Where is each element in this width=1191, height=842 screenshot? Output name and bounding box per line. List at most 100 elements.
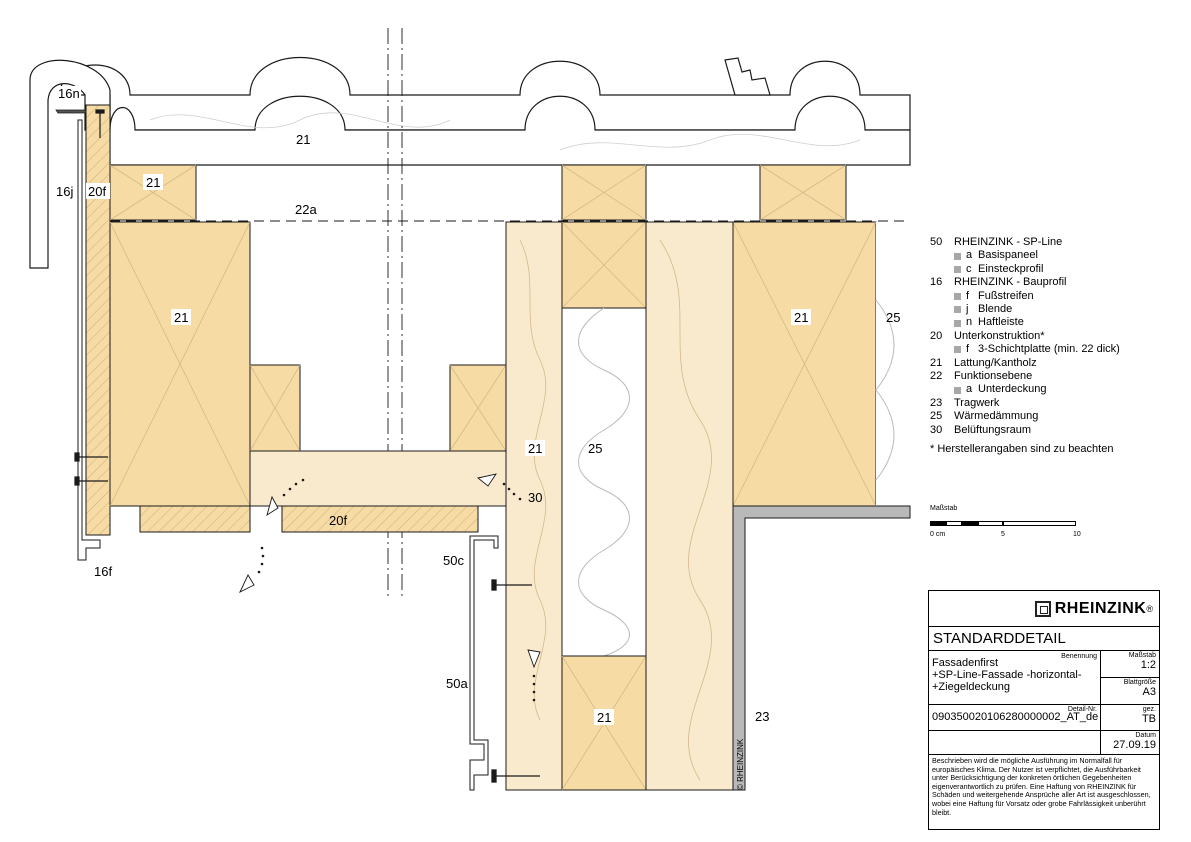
gez-cell: gez. TB — [1101, 705, 1159, 731]
label-21-rafter-left: 21 — [174, 310, 188, 325]
legend-text: Funktionsebene — [954, 370, 1033, 383]
empty-cell — [929, 731, 1101, 755]
stud-grain — [519, 239, 547, 721]
label-23: 23 — [755, 709, 769, 724]
legend-subcode: n — [966, 316, 973, 329]
screws-right — [491, 579, 540, 783]
scale-segment-5 — [1003, 521, 1076, 526]
legend-square-icon — [954, 292, 961, 300]
insulation-25 — [561, 307, 647, 657]
insulation-right — [876, 222, 910, 506]
heading: STANDARDDETAIL — [929, 627, 1159, 651]
label-50a: 50a — [446, 676, 468, 691]
legend-subcode: a — [966, 383, 973, 396]
legend-subitem: n Haftleiste — [930, 316, 1120, 329]
label-21-lower: 21 — [597, 710, 611, 725]
legend-text: Belüftungsraum — [954, 423, 1032, 436]
legend-subtext: Unterdeckung — [978, 383, 1047, 396]
legend-text: Unterkonstruktion* — [954, 329, 1045, 342]
label-20f-left: 20f — [88, 184, 106, 199]
datum-cell: Datum 27.09.19 — [1101, 731, 1159, 755]
scale-tick-5: 5 — [1001, 531, 1005, 538]
label-20f-bottom: 20f — [329, 513, 347, 528]
label-21-rafter-right: 21 — [794, 310, 808, 325]
ridge-board — [249, 450, 507, 507]
legend-text: Wärmedämmung — [954, 410, 1039, 423]
legend-square-icon — [954, 386, 961, 394]
legend-square-icon — [954, 252, 961, 260]
legend-code: 22 — [930, 370, 943, 383]
benennung-cell: Benennung Fassadenfirst +SP-Line-Fassade… — [929, 651, 1101, 705]
stud-21 — [505, 221, 563, 791]
benennung-line1: Fassadenfirst — [932, 657, 999, 669]
legend-code: 20 — [930, 329, 943, 342]
legend-text: Tragwerk — [954, 396, 1000, 409]
legend-item: 21 Lattung/Kantholz — [930, 357, 1120, 370]
small-blocks-cross — [249, 364, 507, 452]
detailnr-label: Detail-Nr. — [1067, 706, 1097, 713]
label-16f: 16f — [94, 564, 112, 579]
copyright-text: © RHEINZINK — [736, 738, 745, 790]
legend-subtext: Haftleiste — [978, 316, 1024, 329]
screws-left — [74, 109, 108, 486]
legend-subitem: f 3-Schichtplatte (min. 22 dick) — [930, 343, 1120, 356]
small-blocks — [249, 364, 507, 452]
scale-tick-10: 10 — [1073, 531, 1081, 538]
legend-code: 50 — [930, 236, 943, 248]
legend-code: 21 — [930, 356, 943, 369]
massstab-label: Maßstab — [1128, 652, 1156, 659]
brand-mark: ® — [1146, 603, 1153, 614]
detailnr-cell: Detail-Nr. 090350020106280000002_AT_de — [929, 705, 1101, 731]
label-22a: 22a — [295, 202, 317, 217]
airflow-dots — [257, 478, 536, 702]
boards-20f-bottom — [139, 505, 479, 533]
detailnr-value: 090350020106280000002_AT_de — [932, 711, 1099, 723]
legend-subcode: a — [966, 249, 973, 262]
brand-logo: RHEINZINK ® — [929, 591, 1159, 627]
legend-item: 25 Wärmedämmung — [930, 410, 1120, 423]
legend-subtext: Fußstreifen — [978, 289, 1034, 302]
legend-text: RHEINZINK - SP-Line — [954, 236, 1063, 248]
massstab-value: 1:2 — [1140, 659, 1156, 671]
profile-16j — [55, 109, 87, 114]
drawing-labels: 16n 16j 20f 21 21 22a 21 21 25 21 25 30 … — [56, 86, 900, 790]
steel-23 — [732, 505, 911, 791]
scale-bar: Maßstab 0 cm 5 10 — [930, 505, 1090, 545]
legend-text: Lattung/Kantholz — [954, 356, 1037, 369]
legend-note: * Herstellerangaben sind zu beachten — [930, 443, 1114, 456]
label-25-mid: 25 — [588, 441, 602, 456]
legend-code: 25 — [930, 410, 943, 423]
legend-subtext: Einsteckprofil — [978, 262, 1044, 275]
disclaimer: Beschrieben wird die mögliche Ausführung… — [932, 756, 1151, 817]
legend-subcode: c — [966, 262, 972, 275]
legend-item: 50 RHEINZINK - SP-Line — [930, 236, 1120, 249]
profile-16f — [77, 119, 101, 561]
legend-subcode: f — [966, 289, 970, 302]
legend-subtext: 3-Schichtplatte (min. 22 dick) — [978, 343, 1120, 356]
legend-subitem: c Einsteckprofil — [930, 263, 1120, 276]
benennung-line3: +Ziegeldeckung — [932, 681, 1010, 693]
benennung-label: Benennung — [1061, 653, 1097, 660]
label-50c: 50c — [443, 553, 464, 568]
legend-square-icon — [954, 306, 961, 314]
battens-top-cross — [109, 164, 847, 221]
airflow-arrows — [239, 473, 541, 669]
gez-label: gez. — [1142, 706, 1156, 713]
tile-texture — [149, 112, 861, 151]
massstab-cell: Maßstab 1:2 — [1101, 651, 1159, 678]
legend-code: 23 — [930, 396, 943, 409]
blatt-value: A3 — [1142, 686, 1156, 698]
spline-panel-50a — [469, 535, 499, 791]
legend-subcode: f — [966, 343, 970, 356]
scale-segment-2 — [946, 521, 962, 526]
board-20f-vertical — [85, 104, 111, 536]
legend-item: 22 Funktionsebene — [930, 370, 1120, 383]
battens-top — [109, 164, 847, 221]
legend-square-icon — [954, 266, 961, 274]
legend-item: 23 Tragwerk — [930, 397, 1120, 410]
legend-code: 16 — [930, 276, 943, 289]
